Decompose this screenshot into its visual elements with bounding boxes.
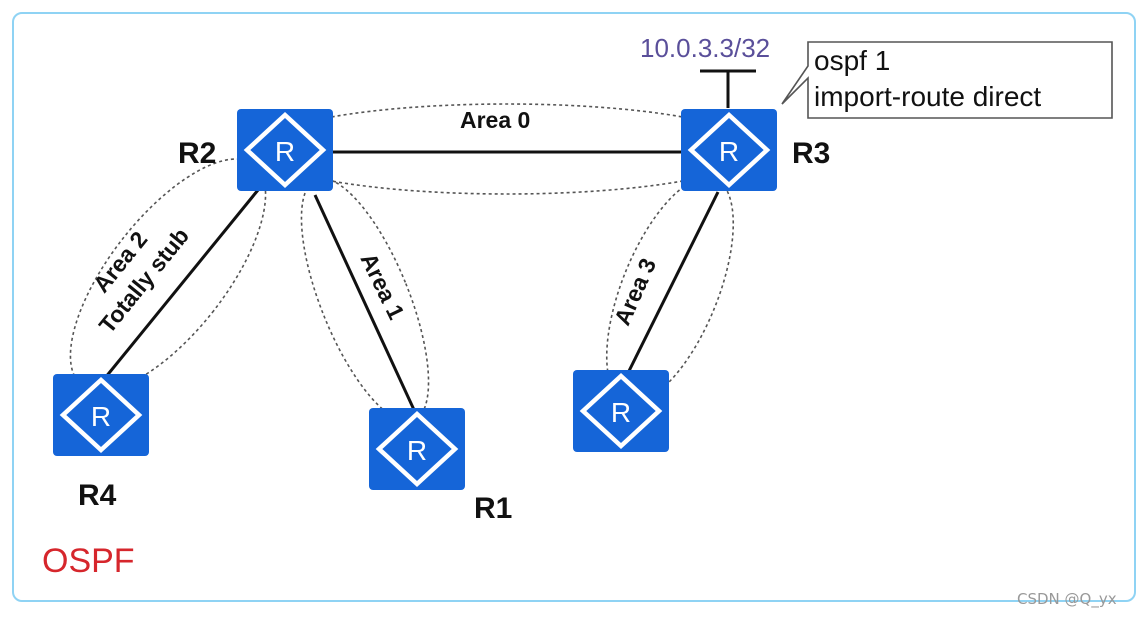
router-r2-icon[interactable] <box>237 109 333 191</box>
config-callout-box <box>781 41 1113 119</box>
router-r5-icon[interactable] <box>573 370 669 452</box>
router-r3-label: R3 <box>792 137 830 170</box>
stub-network-address: 10.0.3.3/32 <box>640 33 770 63</box>
csdn-watermark: CSDN @Q_yx <box>1017 590 1117 609</box>
config-callout-line2: import-route direct <box>814 81 1041 112</box>
area3-label: Area 3 <box>609 254 661 329</box>
link-r2-r4 <box>103 189 260 379</box>
router-r3-icon[interactable] <box>681 109 777 191</box>
link-r2-r1 <box>313 194 417 413</box>
area1-label: Area 1 <box>356 249 410 324</box>
router-r1-icon[interactable] <box>369 408 465 490</box>
router-r2-label: R2 <box>178 137 216 170</box>
link-r3-r5 <box>626 191 720 374</box>
diagram-frame <box>12 12 1136 602</box>
router-r1-label: R1 <box>474 492 512 525</box>
router-r4-label: R4 <box>78 479 117 512</box>
area0-label: Area 0 <box>460 107 530 133</box>
config-callout-line1: ospf 1 <box>814 45 890 76</box>
router-r4-icon[interactable] <box>53 374 149 456</box>
protocol-label: OSPF <box>42 542 135 580</box>
